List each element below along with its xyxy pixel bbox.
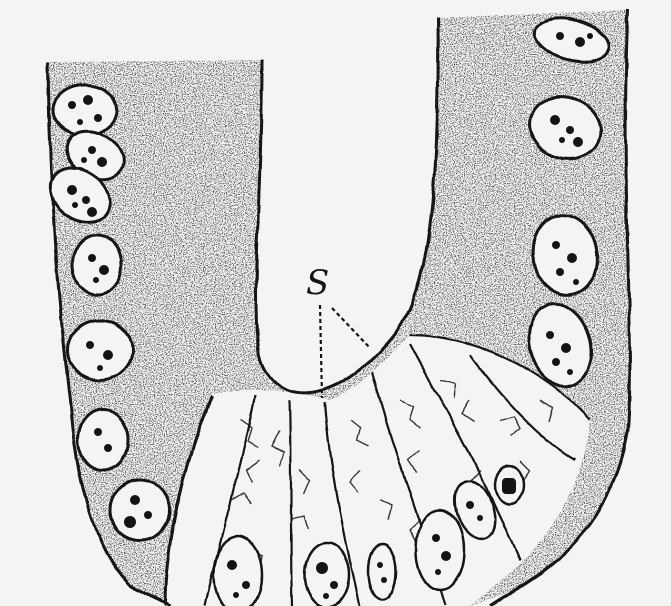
nucleus (78, 410, 128, 470)
nucleus (53, 85, 117, 135)
nucleus (72, 235, 122, 295)
nucleus (110, 480, 170, 540)
label-s: S (306, 263, 329, 303)
